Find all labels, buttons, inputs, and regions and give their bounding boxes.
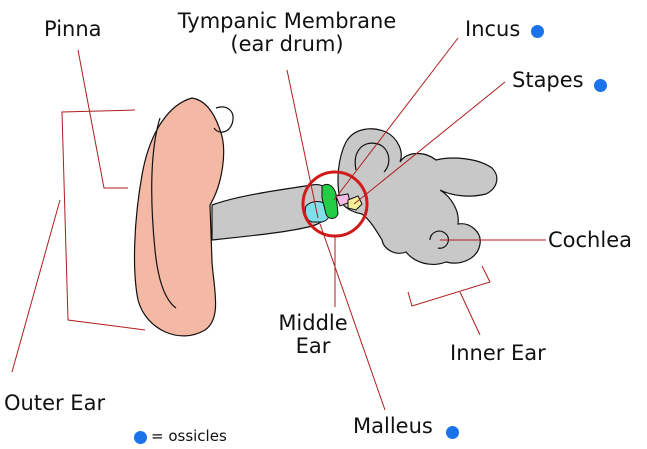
- outer-ear-bracket: [61, 109, 146, 331]
- pinna-leader: [77, 49, 128, 189]
- malleus-label: Malleus: [353, 414, 433, 438]
- stapes-leader: [353, 81, 506, 205]
- outer-ear-label: Outer Ear: [4, 391, 106, 415]
- cochlea-spiral: [429, 230, 450, 249]
- inner-ear-bracket: [407, 265, 491, 307]
- pinna-top-curl: [213, 106, 234, 133]
- legend-text: = ossicles: [151, 427, 227, 445]
- middle-ear-label: Middle Ear: [268, 311, 358, 359]
- pinna-inner-fold: [151, 117, 177, 309]
- tympanic-membrane-label-line2: (ear drum): [230, 32, 344, 57]
- cochlea-label: Cochlea: [548, 228, 632, 252]
- stapes-ossicle-dot-icon: [594, 79, 607, 92]
- inner-ear-leader: [459, 291, 481, 336]
- pinna-shape: [133, 97, 225, 337]
- stapes-label: Stapes: [512, 68, 584, 92]
- legend-ossicle-dot-icon: [134, 431, 147, 444]
- tympanic-leader: [286, 69, 319, 219]
- inner-ear-shape: [337, 128, 498, 265]
- incus-shape: [321, 183, 339, 219]
- middle-ear-label-line1: Middle: [278, 311, 348, 335]
- incus-label: Incus: [465, 17, 521, 41]
- middle-ear-label-line2: Ear: [295, 334, 331, 359]
- malleus-ossicle-dot-icon: [446, 426, 459, 439]
- outer-ear-leader: [11, 199, 61, 373]
- incus-ossicle-dot-icon: [531, 25, 544, 38]
- semicircular-canal-loop: [354, 142, 390, 173]
- pinna-label: Pinna: [44, 17, 102, 41]
- tympanic-membrane-label-line1: Tympanic Membrane: [177, 9, 397, 33]
- inner-ear-label: Inner Ear: [450, 341, 546, 365]
- tympanic-membrane-label: Tympanic Membrane (ear drum): [172, 9, 402, 57]
- malleus-leader: [319, 223, 386, 411]
- incus-leader: [333, 37, 459, 201]
- leader-lines: [11, 37, 546, 411]
